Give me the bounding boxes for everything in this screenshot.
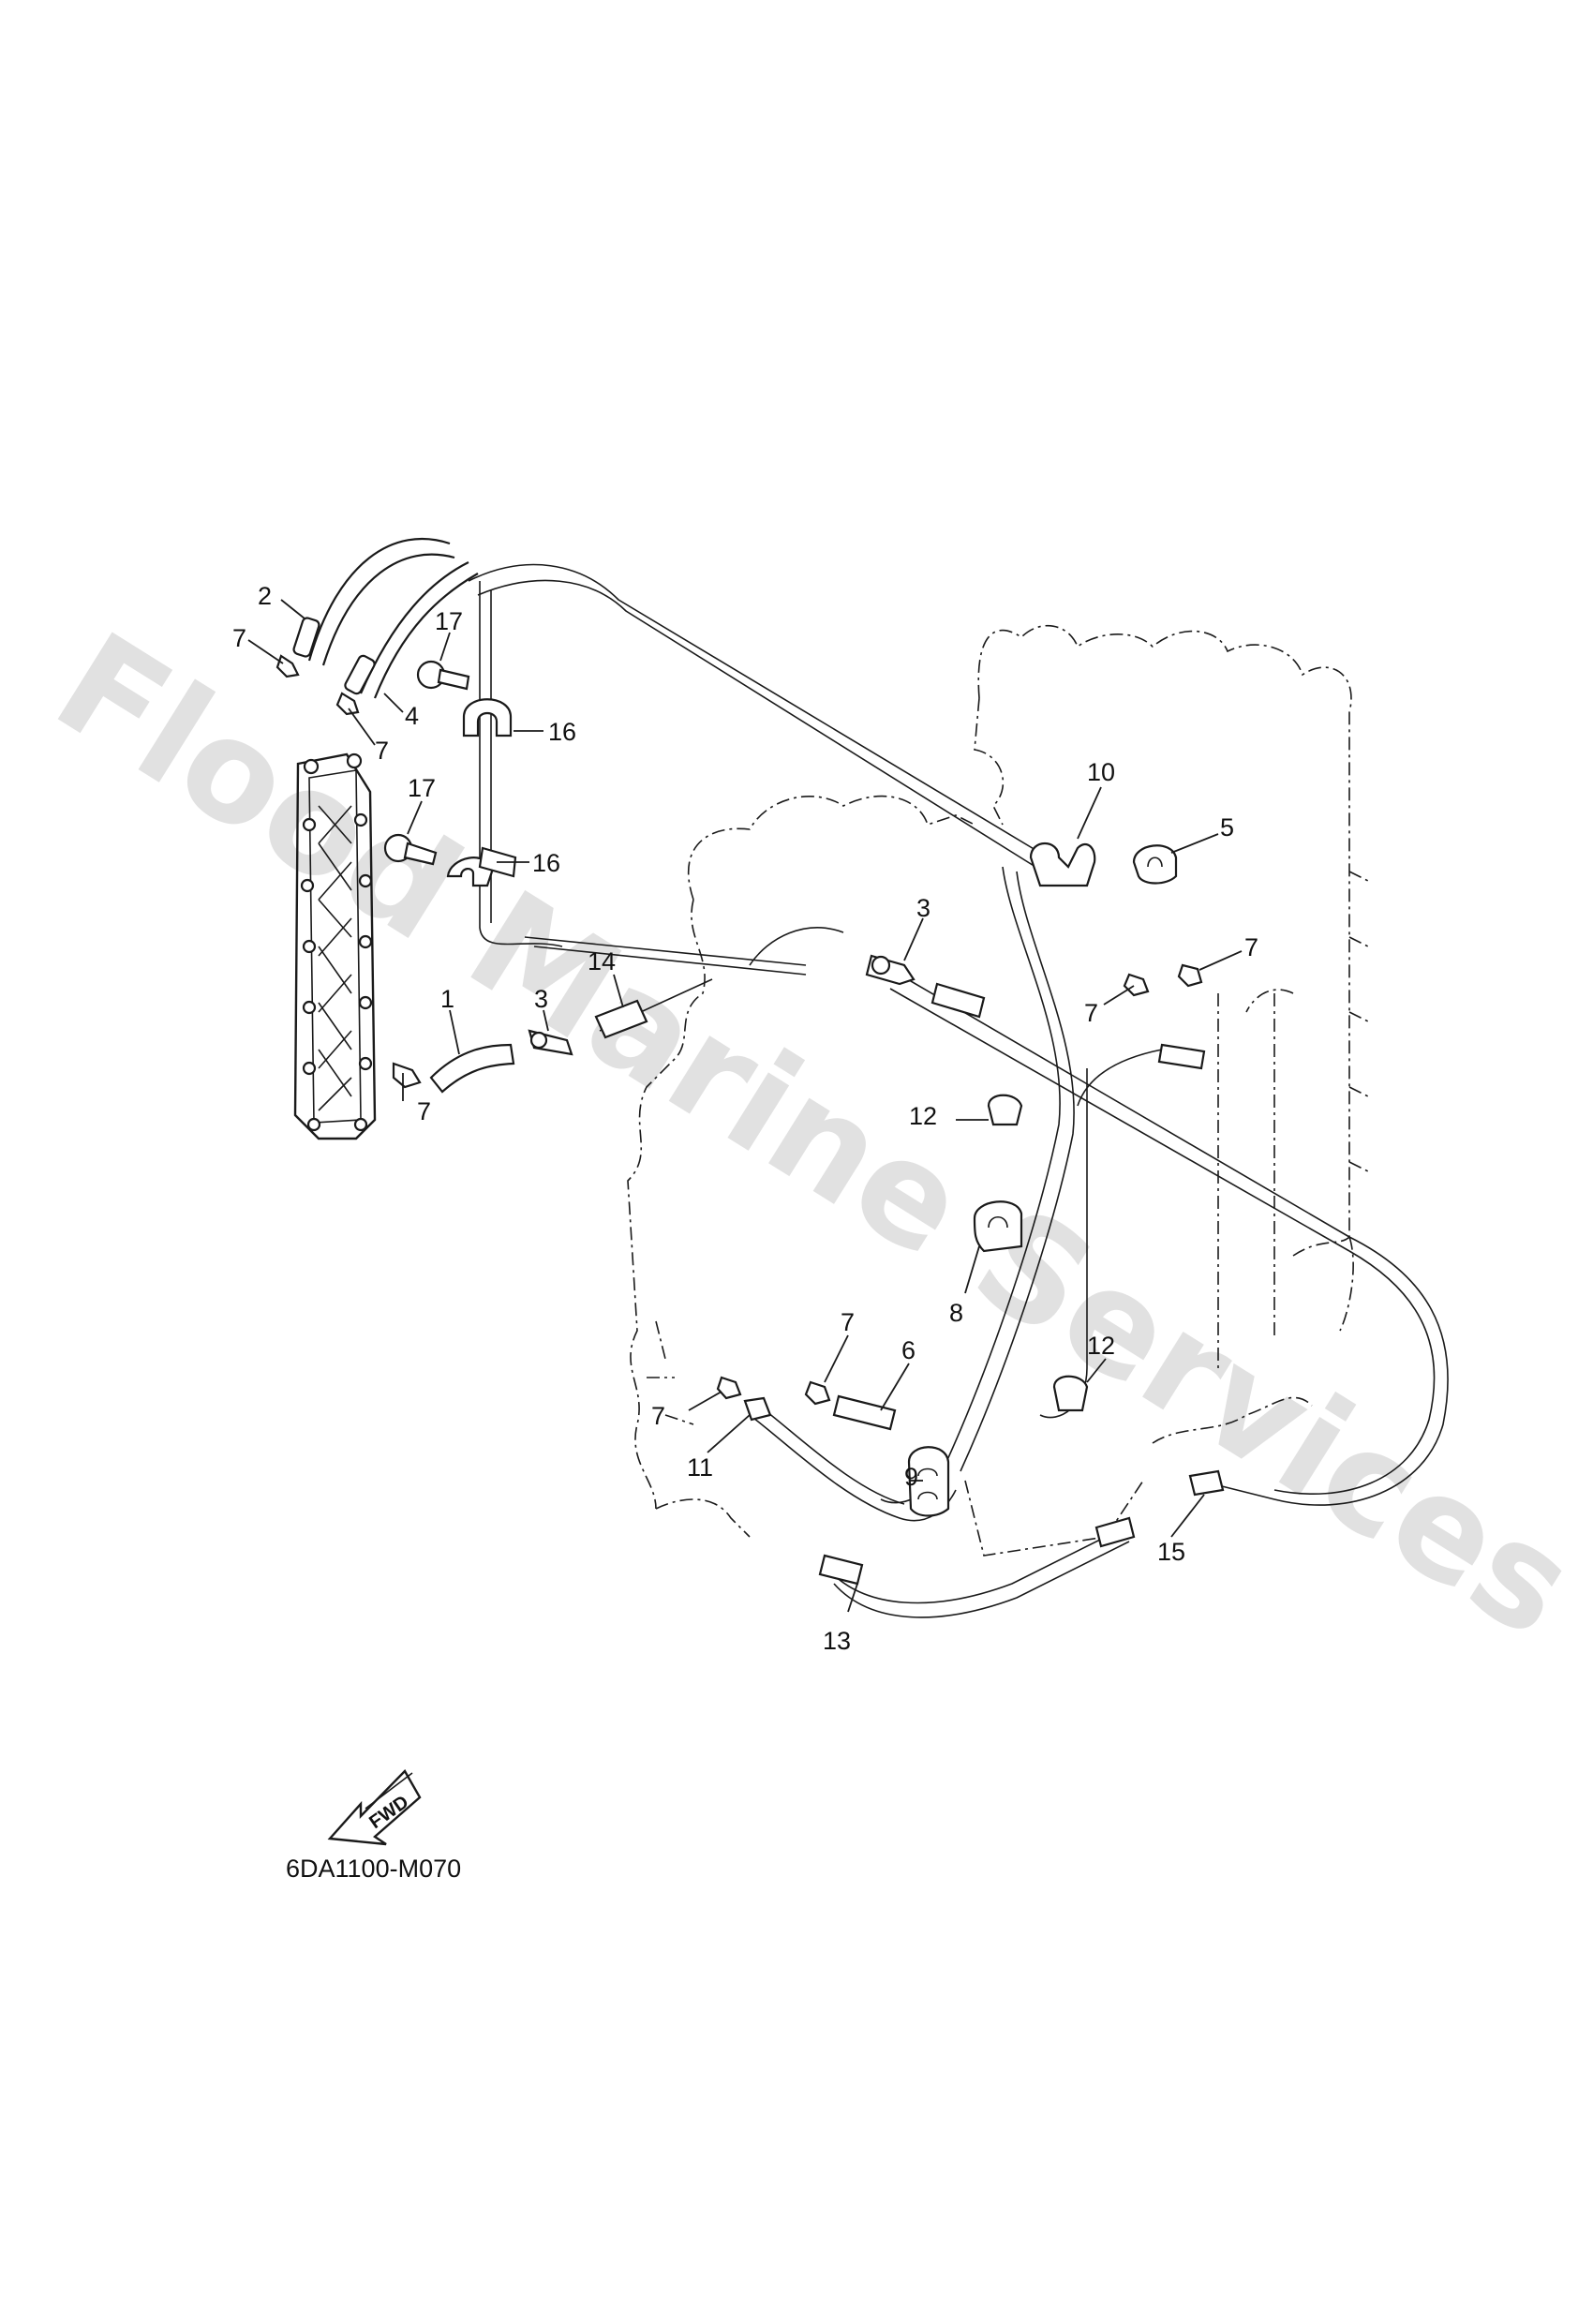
hose-routing xyxy=(307,538,1449,1618)
callout-17-lower: 17 xyxy=(408,774,436,802)
callout-7-g: 7 xyxy=(651,1402,665,1430)
callout-8: 8 xyxy=(949,1299,963,1327)
callout-3-upper: 3 xyxy=(916,894,930,922)
callout-10: 10 xyxy=(1087,758,1115,786)
callout-11: 11 xyxy=(687,1453,713,1482)
callout-9: 9 xyxy=(904,1463,918,1491)
callout-7-e: 7 xyxy=(1084,999,1098,1027)
callout-16-lower: 16 xyxy=(532,849,560,877)
parts xyxy=(275,617,1225,1586)
callout-7-b: 7 xyxy=(375,737,389,765)
callout-2: 2 xyxy=(258,582,272,610)
callout-7-f: 7 xyxy=(841,1308,855,1336)
engine-block-outline xyxy=(627,624,1369,1557)
callout-1: 1 xyxy=(440,985,454,1013)
drawing-code: 6DA1100-M070 xyxy=(286,1855,461,1883)
callout-4: 4 xyxy=(405,702,419,730)
callout-13: 13 xyxy=(823,1627,851,1655)
callout-14: 14 xyxy=(588,947,616,976)
bolt-part xyxy=(383,660,470,866)
leader-lines xyxy=(247,599,1243,1613)
fwd-arrow-icon: FWD xyxy=(327,1769,422,1846)
callout-7-d: 7 xyxy=(1244,933,1258,961)
callout-7-c: 7 xyxy=(417,1097,431,1125)
callout-16-upper: 16 xyxy=(548,718,576,746)
callout-6: 6 xyxy=(901,1336,916,1364)
callout-7-a: 7 xyxy=(232,624,246,652)
clamp-part xyxy=(446,698,517,887)
callout-labels: 1 2 3 3 4 5 6 7 7 7 7 7 7 7 8 9 10 11 12… xyxy=(232,582,1258,1655)
callout-5: 5 xyxy=(1220,813,1234,842)
fwd-label: FWD xyxy=(365,1792,412,1833)
callout-17-upper: 17 xyxy=(435,607,463,635)
callout-12-lower: 12 xyxy=(1087,1332,1115,1360)
callout-12-upper: 12 xyxy=(909,1102,937,1130)
exhaust-cover xyxy=(293,752,377,1140)
clip-part xyxy=(275,654,1203,1406)
watermark: Flood Marine Services xyxy=(29,603,1578,1669)
callout-15: 15 xyxy=(1157,1538,1185,1566)
callout-3-lower: 3 xyxy=(534,985,548,1013)
